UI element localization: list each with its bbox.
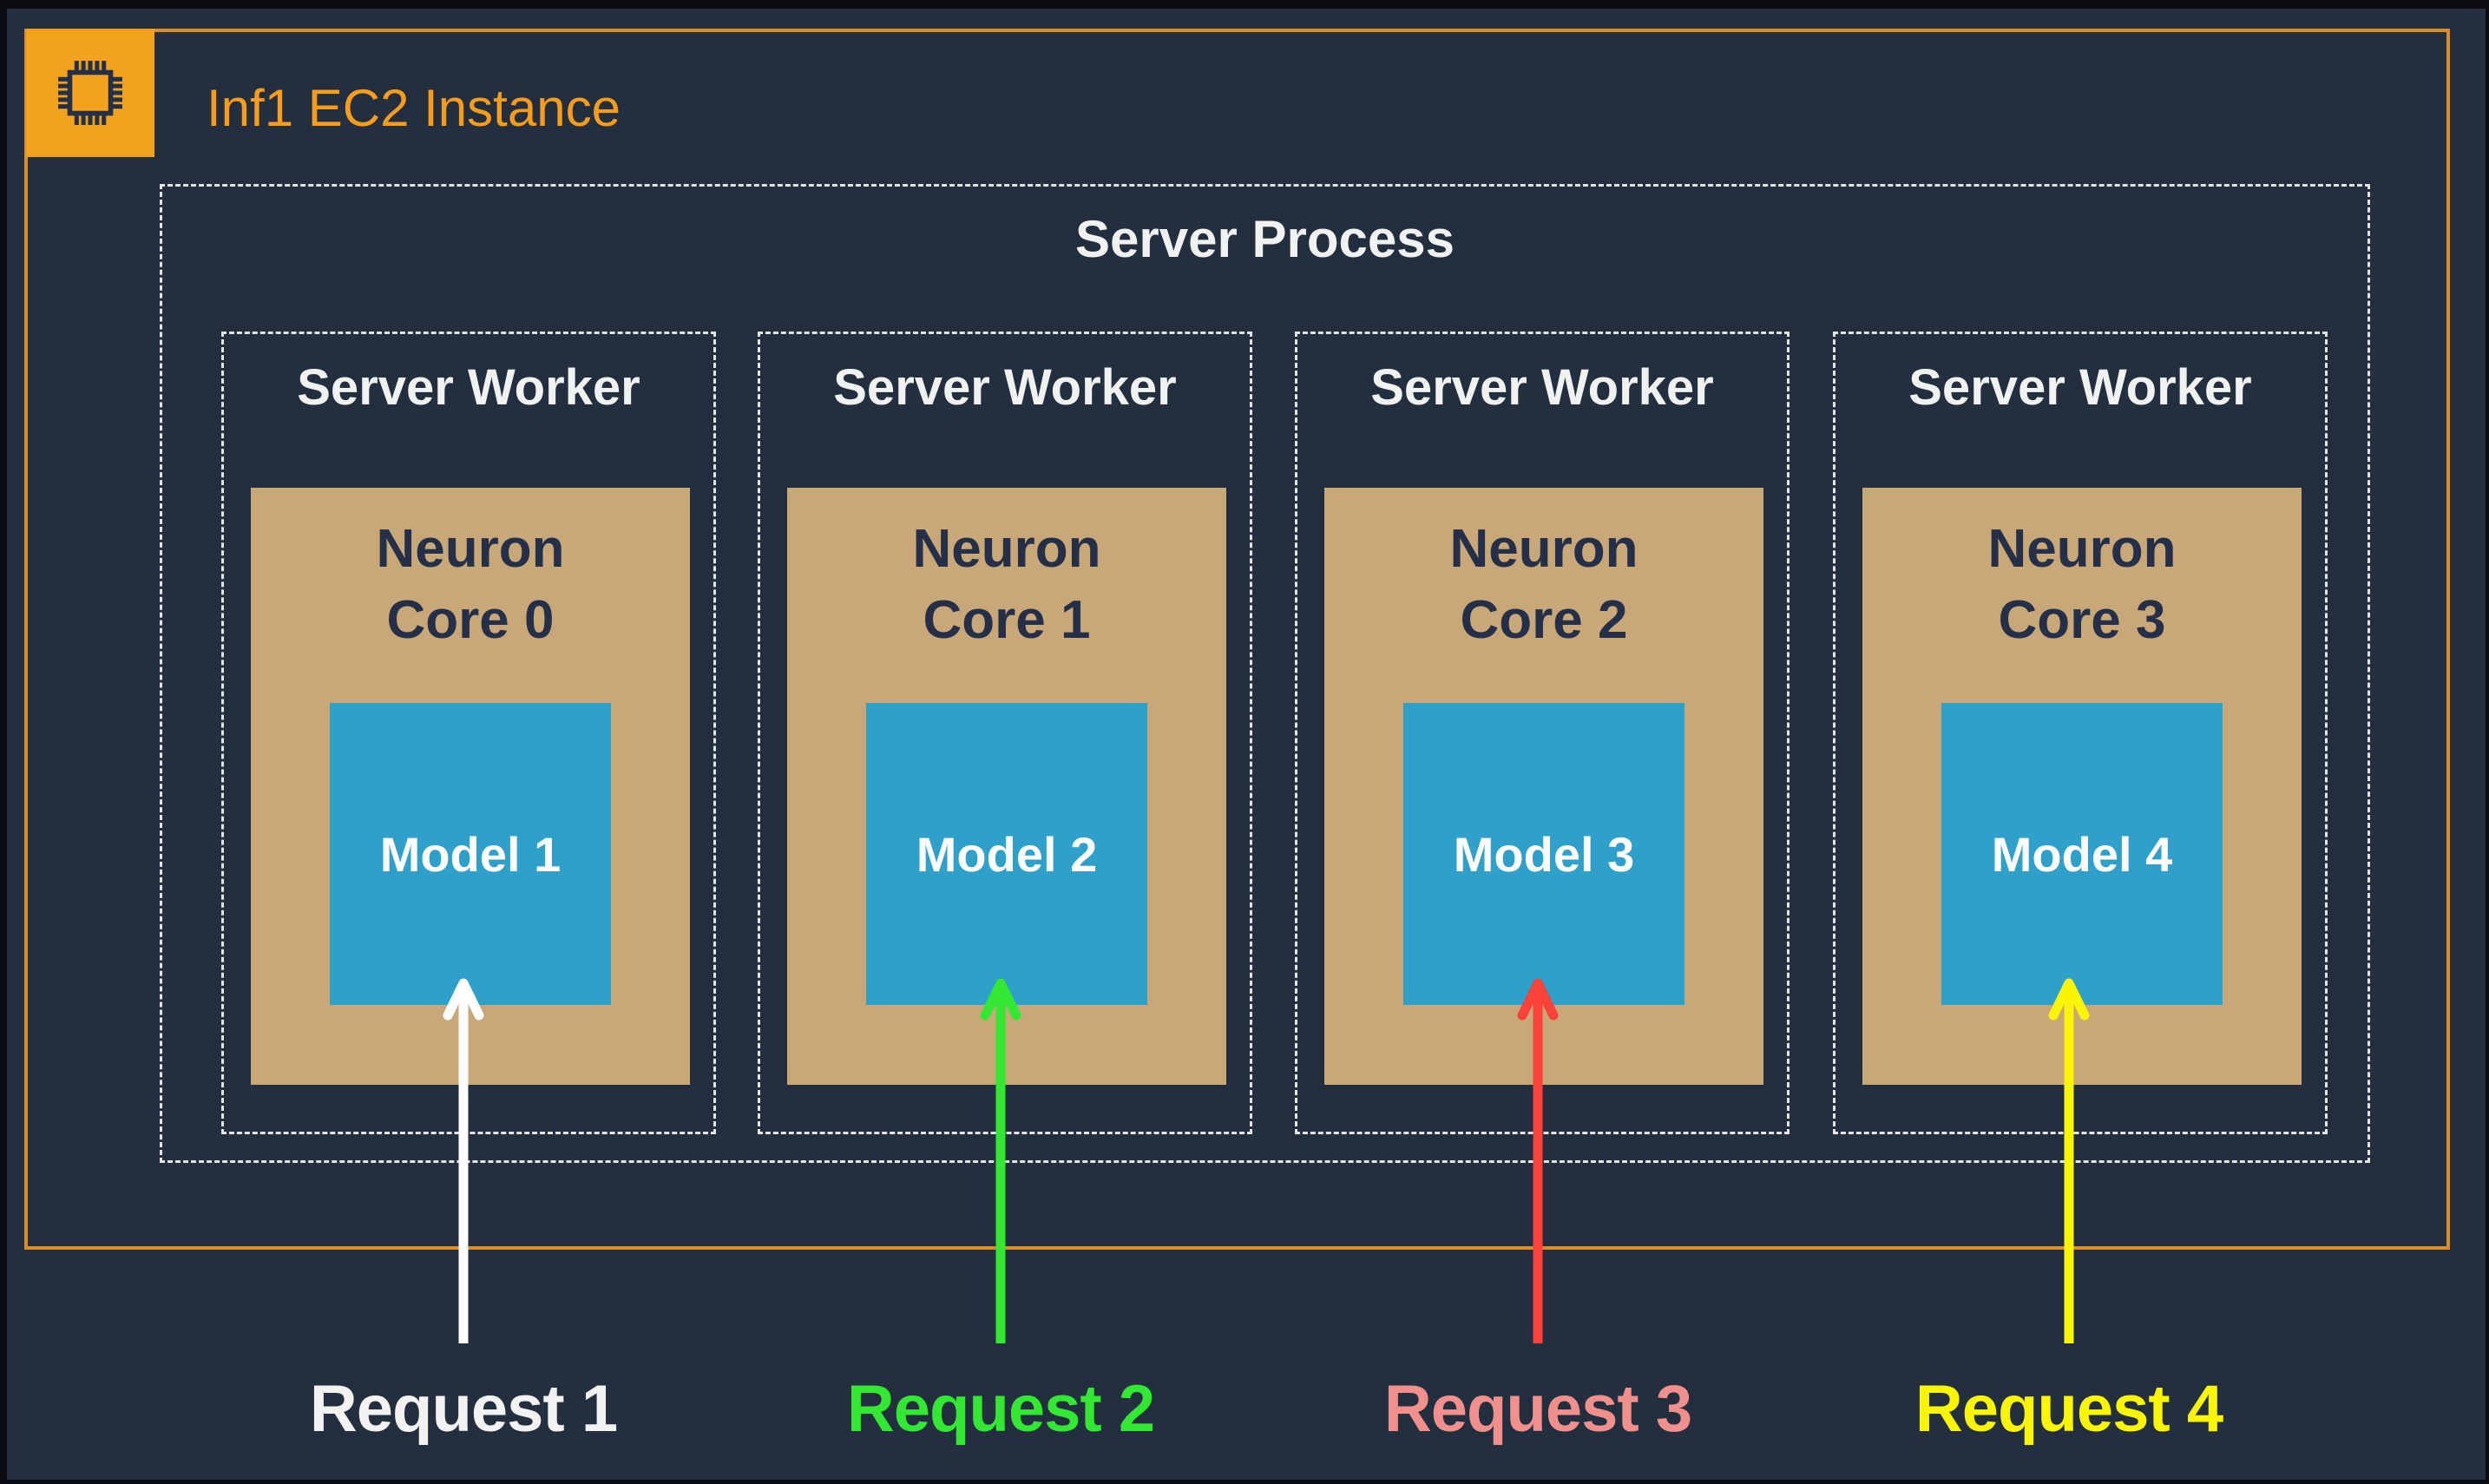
request-4-arrow [2048, 978, 2090, 1343]
request-1-arrow [443, 978, 484, 1343]
neuron-core-title: Neuron Core 2 [1324, 488, 1763, 656]
core-title-line2: Core 1 [923, 589, 1091, 650]
request-1-label: Request 1 [309, 1372, 618, 1446]
neuron-core-title: Neuron Core 3 [1862, 488, 2302, 656]
chip-icon-glyph [58, 61, 122, 125]
core-title-line2: Core 2 [1460, 589, 1628, 650]
model-2-box: Model 2 [866, 703, 1147, 1005]
model-label: Model 4 [1991, 826, 2173, 882]
request-3-arrow [1517, 978, 1559, 1343]
server-worker-label: Server Worker [1370, 359, 1714, 416]
screen-edge-bottom [0, 1480, 2489, 1484]
server-worker-box-4: Server Worker Neuron Core 3 Model 4 [1833, 332, 2328, 1134]
server-worker-label: Server Worker [1908, 359, 2252, 416]
neuron-core-title: Neuron Core 0 [251, 488, 690, 656]
instance-title: Inf1 EC2 Instance [207, 79, 621, 137]
server-worker-label: Server Worker [297, 359, 640, 416]
screen-edge-top [0, 0, 2489, 9]
model-4-box: Model 4 [1941, 703, 2223, 1005]
model-label: Model 1 [379, 826, 562, 882]
model-label: Model 2 [916, 826, 1098, 882]
core-title-line1: Neuron [376, 519, 565, 579]
core-title-line1: Neuron [1449, 519, 1639, 579]
core-title-line2: Core 3 [1998, 589, 2166, 650]
screen-edge-left [0, 0, 7, 1484]
model-3-box: Model 3 [1403, 703, 1685, 1005]
server-worker-box-2: Server Worker Neuron Core 1 Model 2 [758, 332, 1252, 1134]
server-process-box: Server Process [160, 184, 2370, 1163]
request-3-label: Request 3 [1383, 1372, 1692, 1446]
model-1-box: Model 1 [330, 703, 611, 1005]
neuron-core-3-box: Neuron Core 3 Model 4 [1862, 488, 2302, 1085]
neuron-core-1-box: Neuron Core 1 Model 2 [787, 488, 1226, 1085]
core-title-line1: Neuron [1987, 519, 2177, 579]
request-2-arrow [980, 978, 1021, 1343]
core-title-line2: Core 0 [386, 589, 555, 650]
server-worker-label: Server Worker [833, 359, 1177, 416]
neuron-core-title: Neuron Core 1 [787, 488, 1226, 656]
core-title-line1: Neuron [912, 519, 1101, 579]
server-process-title: Server Process [1075, 210, 1455, 268]
request-2-label: Request 2 [846, 1372, 1155, 1446]
screen-edge-right [2486, 0, 2489, 1484]
model-label: Model 3 [1453, 826, 1635, 882]
chip-icon [26, 29, 154, 157]
server-worker-box-1: Server Worker Neuron Core 0 Model 1 [221, 332, 716, 1134]
neuron-core-0-box: Neuron Core 0 Model 1 [251, 488, 690, 1085]
request-4-label: Request 4 [1914, 1372, 2223, 1446]
